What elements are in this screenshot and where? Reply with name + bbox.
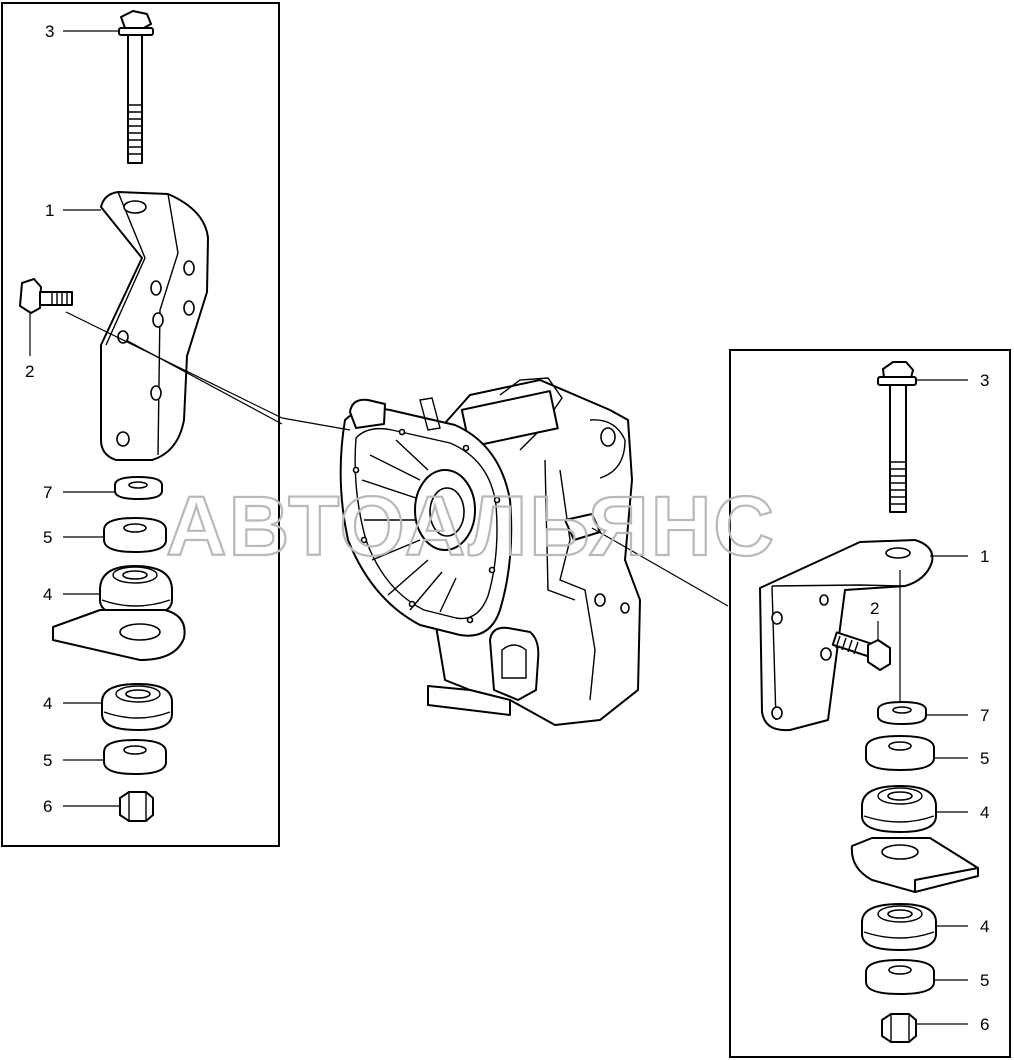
right-mount-group: 3 1 2 7 5 4 4 5 6 bbox=[729, 349, 1011, 1058]
left-bolt-2 bbox=[19, 278, 73, 314]
right-washer-5-lower bbox=[865, 959, 935, 995]
right-support-plate bbox=[850, 837, 979, 893]
left-callout-7: 7 bbox=[43, 483, 52, 502]
right-nut-6 bbox=[881, 1013, 917, 1043]
left-bushing-4-upper bbox=[99, 565, 173, 617]
right-bushing-4-lower bbox=[861, 903, 937, 951]
left-callout-2: 2 bbox=[25, 362, 34, 381]
left-callout-1: 1 bbox=[45, 201, 54, 220]
right-callout-6: 6 bbox=[980, 1015, 989, 1034]
right-bolt-2 bbox=[831, 631, 891, 671]
left-callout-4-lower: 4 bbox=[43, 694, 52, 713]
right-callout-4-upper: 4 bbox=[980, 803, 989, 822]
left-washer-5-lower bbox=[103, 739, 167, 775]
right-bushing-4-upper bbox=[861, 785, 937, 833]
left-bolt-3 bbox=[118, 10, 154, 164]
right-washer-5 bbox=[865, 735, 935, 771]
right-washer-7 bbox=[877, 701, 927, 725]
right-callout-2: 2 bbox=[870, 599, 879, 618]
right-callout-3: 3 bbox=[980, 371, 989, 390]
left-bushing-4-lower bbox=[101, 683, 173, 731]
left-nut-6 bbox=[119, 791, 154, 822]
transmission-housing bbox=[339, 377, 641, 726]
right-bolt-3 bbox=[877, 361, 917, 513]
right-callout-7: 7 bbox=[980, 706, 989, 725]
right-connector-line bbox=[591, 527, 729, 607]
left-callout-6: 6 bbox=[43, 797, 52, 816]
left-bracket-1 bbox=[100, 191, 209, 461]
left-group-frame bbox=[1, 2, 280, 847]
right-bracket-1 bbox=[759, 539, 934, 732]
right-group-frame bbox=[729, 349, 1011, 1058]
left-support-plate bbox=[52, 609, 186, 661]
left-washer-7 bbox=[114, 476, 163, 500]
left-callout-5-lower: 5 bbox=[43, 751, 52, 770]
left-callout-4-upper: 4 bbox=[43, 585, 52, 604]
left-washer-5 bbox=[103, 517, 167, 553]
left-connector-bracket-line bbox=[125, 339, 283, 425]
right-callout-5: 5 bbox=[980, 749, 989, 768]
left-connector-line bbox=[65, 311, 283, 419]
left-mount-group: 3 1 2 7 5 4 4 5 6 bbox=[1, 2, 280, 847]
watermark-text: АВТОАЛЬЯНС bbox=[166, 479, 776, 573]
left-callout-5: 5 bbox=[43, 528, 52, 547]
right-callout-4-lower: 4 bbox=[980, 917, 989, 936]
right-callout-1: 1 bbox=[980, 547, 989, 566]
left-callout-3: 3 bbox=[45, 22, 54, 41]
right-callout-5-lower: 5 bbox=[980, 971, 989, 990]
